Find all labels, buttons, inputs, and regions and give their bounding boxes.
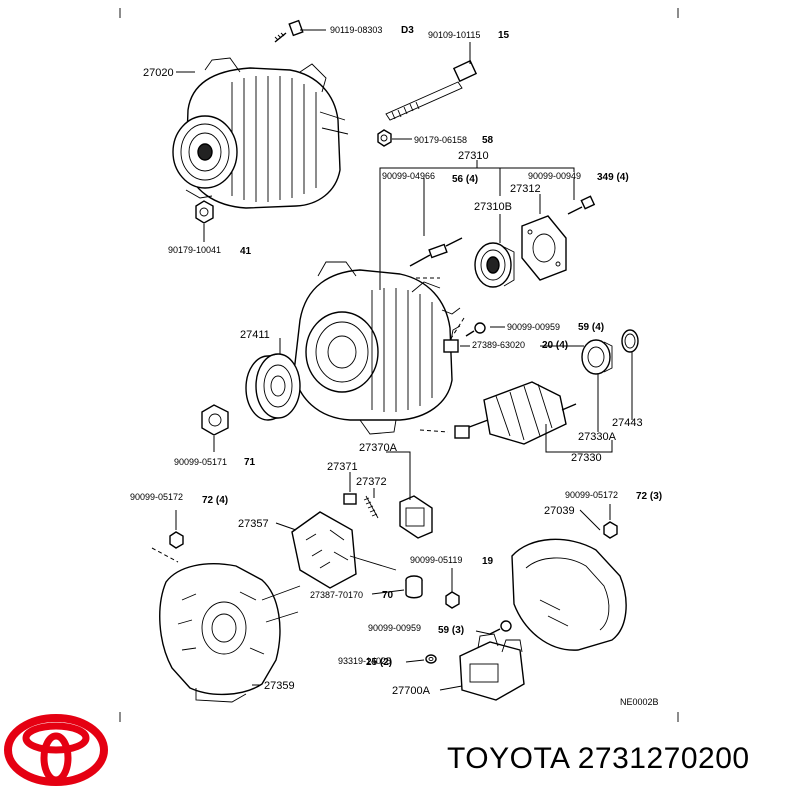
qty-90099-00959-lower: 59 (3)	[438, 625, 464, 636]
label-27700a: 27700A	[392, 685, 431, 697]
drive-end-frame-drawing	[293, 261, 461, 435]
qty-90119-08303: D3	[401, 25, 414, 36]
label-90099-05172-left: 90099-05172	[130, 492, 183, 502]
rear-bearing-drawing	[581, 339, 613, 375]
label-27020: 27020	[143, 67, 174, 79]
pulley-drawing	[245, 353, 301, 421]
qty-90099-05172-right: 72 (3)	[636, 491, 662, 502]
screw-lower-drawing	[489, 620, 512, 635]
label-27370a: 27370A	[359, 442, 398, 454]
label-90099-00949: 90099-00949	[528, 171, 581, 181]
rotor-drawing	[454, 381, 577, 445]
label-27357: 27357	[238, 518, 269, 530]
label-27312: 27312	[510, 183, 541, 195]
nut-05172-left-drawing	[169, 531, 184, 549]
frame-marks	[119, 8, 679, 722]
label-90099-00959-lower: 90099-00959	[368, 623, 421, 633]
label-27330: 27330	[571, 452, 602, 464]
rear-end-frame-drawing	[159, 563, 301, 703]
screw-90099-00949-drawing	[567, 195, 596, 215]
label-90099-05172-right: 90099-05172	[565, 490, 618, 500]
bolt-90119-drawing	[274, 19, 304, 43]
label-90099-05171: 90099-05171	[174, 457, 227, 467]
qty-90099-05172-left: 72 (4)	[202, 495, 228, 506]
qty-90099-00959-upper: 59 (4)	[578, 322, 604, 333]
label-27389-63020: 27389-63020	[472, 340, 525, 350]
toyota-logo	[4, 714, 108, 786]
qty-27389-63020: 20 (4)	[542, 340, 568, 351]
nut-05119-drawing	[445, 591, 460, 609]
part-labels: 27020 90119-08303 D3 90109-10115 15 9017…	[130, 25, 662, 707]
footer-title: TOYOTA 2731270200	[447, 742, 750, 775]
washer-drawing	[425, 654, 437, 664]
label-93319-14025: 93319-14025	[338, 656, 391, 666]
through-bolt-drawing	[385, 59, 478, 121]
qty-27387-70170: 70	[382, 590, 394, 601]
stud-drawing	[409, 237, 463, 267]
screw-upper-drawing	[465, 322, 486, 337]
qty-90099-05119: 19	[482, 556, 494, 567]
label-27039: 27039	[544, 505, 575, 517]
label-90099-05119: 90099-05119	[410, 555, 462, 565]
qty-90109-10115: 15	[498, 30, 510, 41]
insulator-drawing	[405, 575, 423, 599]
qty-93319-14025: 25 (2)	[366, 657, 392, 668]
label-90109-10115: 90109-10115	[428, 30, 480, 40]
bearing-27310b-drawing	[474, 242, 515, 288]
label-90099-00959-upper: 90099-00959	[507, 322, 560, 332]
label-27310b: 27310B	[474, 201, 512, 213]
diagram-code: NE0002B	[620, 697, 659, 707]
rear-cover-drawing	[511, 538, 627, 651]
qty-90099-05171: 71	[244, 457, 256, 468]
nut-05172-right-drawing	[603, 521, 618, 539]
label-27372: 27372	[356, 476, 387, 488]
leader-lines	[151, 29, 633, 691]
qty-90099-00949: 349 (4)	[597, 172, 629, 183]
label-27310: 27310	[458, 150, 489, 162]
nut-90179-06158-drawing	[377, 129, 392, 147]
pulley-nut-drawing	[201, 404, 229, 436]
label-90179-10041: 90179-10041	[168, 245, 221, 255]
retainer-plate-drawing	[521, 215, 567, 281]
qty-90179-06158: 58	[482, 135, 494, 146]
label-27387-70170: 27387-70170	[310, 590, 363, 600]
label-27411: 27411	[240, 329, 270, 341]
nut-90179-10041-drawing	[195, 200, 214, 224]
regulator-drawing	[459, 633, 525, 701]
label-27359: 27359	[264, 680, 295, 692]
label-27443: 27443	[612, 417, 643, 429]
alternator-assembly-drawing	[172, 57, 349, 209]
qty-90099-04966: 56 (4)	[452, 174, 478, 185]
brush-holder-drawing	[343, 493, 433, 539]
qty-90179-10041: 41	[240, 246, 252, 257]
label-90099-04966: 90099-04966	[382, 171, 435, 181]
label-27330a: 27330A	[578, 431, 617, 443]
label-90179-06158: 90179-06158	[414, 135, 467, 145]
bearing-ring-drawing	[621, 329, 639, 353]
rectifier-drawing	[291, 511, 397, 589]
label-90119-08303: 90119-08303	[330, 25, 382, 35]
label-27371: 27371	[327, 461, 358, 473]
